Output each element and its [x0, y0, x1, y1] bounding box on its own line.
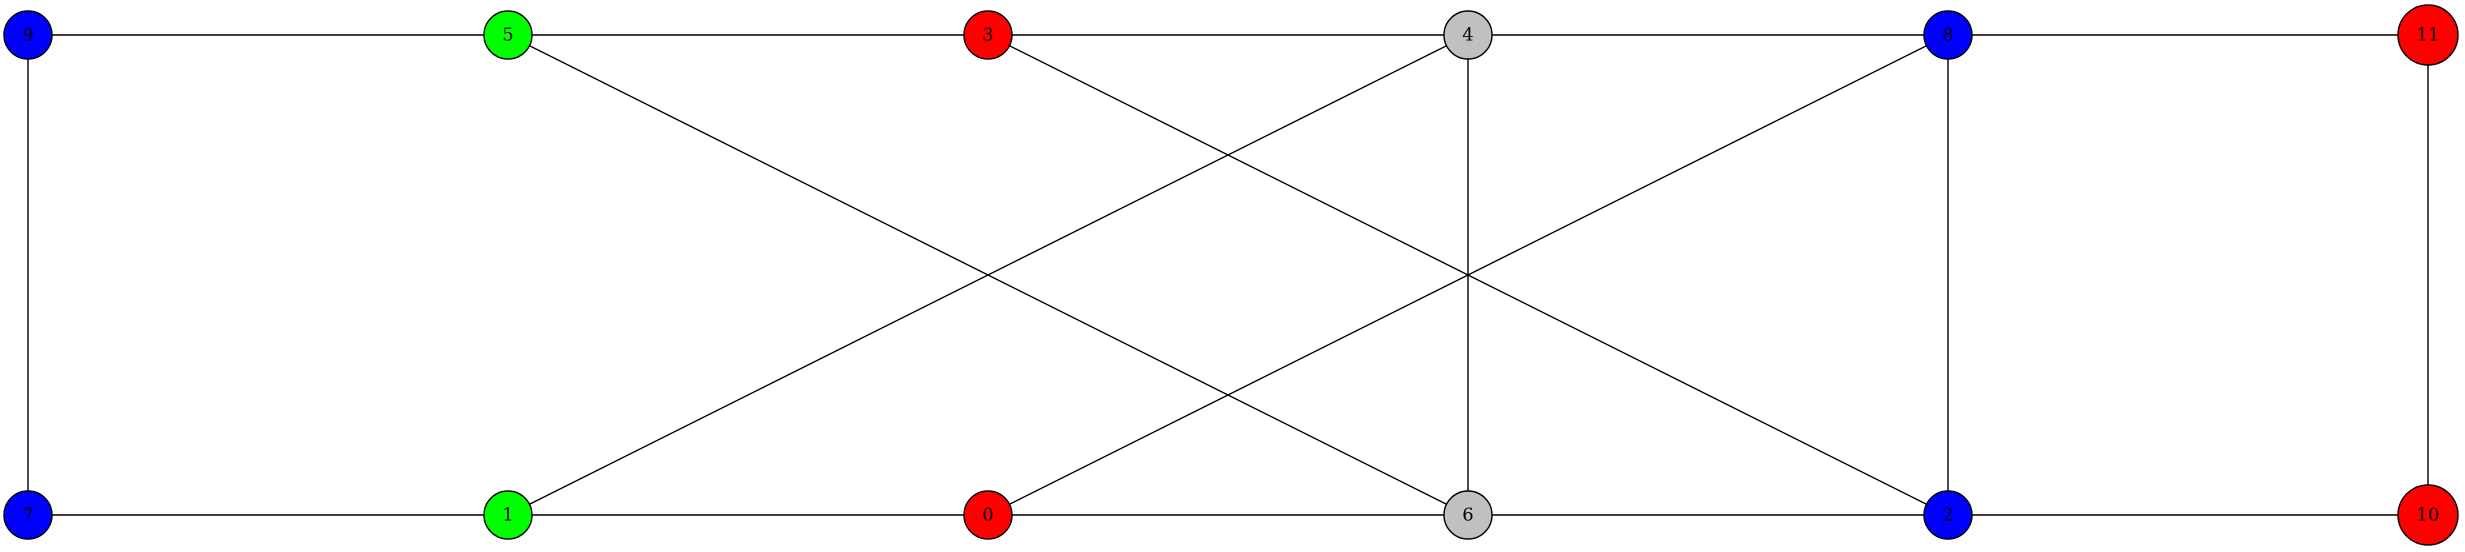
node-7: 7	[3, 490, 53, 540]
node-label: 11	[2417, 25, 2440, 46]
node-label: 1	[502, 505, 513, 526]
node-label: 5	[502, 25, 513, 46]
node-circle	[1923, 10, 1973, 60]
node-label: 4	[1462, 25, 1473, 46]
node-2: 2	[1923, 490, 1973, 540]
node-4: 4	[1443, 10, 1493, 60]
node-circle	[1923, 490, 1973, 540]
node-11: 11	[2397, 4, 2459, 66]
node-3: 3	[963, 10, 1013, 60]
node-circle	[1443, 490, 1493, 540]
node-label: 0	[982, 505, 993, 526]
node-10: 10	[2397, 484, 2459, 546]
node-circle	[3, 490, 53, 540]
node-8: 8	[1923, 10, 1973, 60]
node-circle	[483, 490, 533, 540]
node-label: 3	[982, 25, 993, 46]
node-circle	[2397, 4, 2459, 66]
node-9: 9	[3, 10, 53, 60]
node-0: 0	[963, 490, 1013, 540]
node-circle	[963, 490, 1013, 540]
node-label: 10	[2417, 505, 2440, 526]
edge-8-0	[987, 34, 1949, 516]
node-label: 8	[1942, 25, 1953, 46]
node-circle	[3, 10, 53, 60]
node-1: 1	[483, 490, 533, 540]
node-circle	[483, 10, 533, 60]
node-label: 9	[22, 25, 33, 46]
node-5: 5	[483, 10, 533, 60]
node-circle	[2397, 484, 2459, 546]
edge-4-1	[507, 34, 1469, 516]
node-label: 2	[1942, 505, 1953, 526]
node-6: 6	[1443, 490, 1493, 540]
node-circle	[963, 10, 1013, 60]
edges-layer	[27, 34, 2429, 516]
node-label: 6	[1462, 505, 1473, 526]
node-circle	[1443, 10, 1493, 60]
node-label: 7	[22, 505, 33, 526]
